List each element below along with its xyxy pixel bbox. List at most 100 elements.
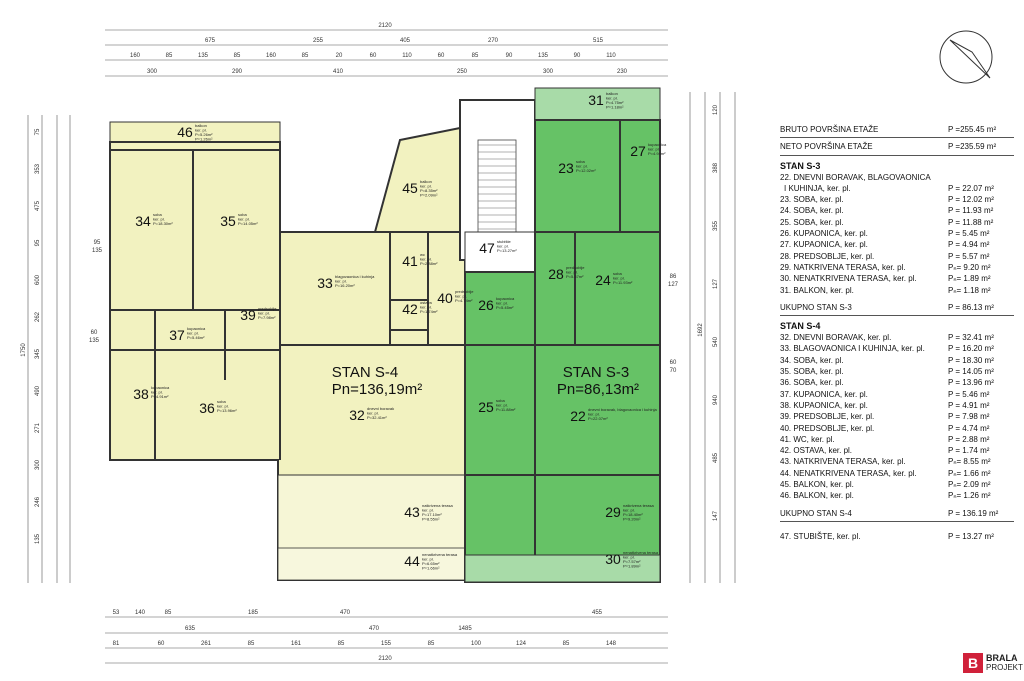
dimension-value: 135 [92, 248, 103, 254]
apartment-s3-total: UKUPNO STAN S-3 P = 86.13 m² [780, 302, 994, 312]
schedule-row: 42. OSTAVA, ker. pl.P = 1.74 m² [780, 446, 990, 456]
dimension-value: 490 [35, 385, 41, 396]
room-number: 27 [630, 143, 646, 159]
room-number: 32 [349, 407, 365, 423]
room-number: 28 [548, 266, 564, 282]
room-name: ostava [420, 300, 433, 305]
dimension-value: 70 [670, 368, 677, 374]
schedule-row: 23. SOBA, ker. pl.P = 12.02 m² [780, 195, 994, 205]
room-area: ker. pl. [566, 270, 578, 275]
dimension-value: 85 [234, 53, 241, 59]
schedule-row: 39. PREDSOBLJE, ker. pl.P = 7.98 m² [780, 412, 990, 422]
room-area: ker. pl. [496, 301, 508, 306]
dimension-value: 161 [291, 641, 302, 647]
dimension-value: 940 [713, 394, 719, 405]
dimension-value: 85 [165, 610, 172, 616]
room-number: 38 [133, 386, 149, 402]
room-area: ker. pl. [623, 555, 635, 560]
dimension-value: 261 [201, 641, 212, 647]
schedule-row: 32. DNEVNI BORAVAK, ker. pl.P = 32.41 m² [780, 333, 994, 343]
dimension-value: 230 [617, 69, 628, 75]
apartment-title: STAN S-3 [563, 364, 629, 381]
room-name: natkrivena terasa [422, 503, 453, 508]
dimension-value: 60 [670, 360, 677, 366]
apartment-s3-walls [465, 120, 660, 476]
dimension-value: 100 [471, 641, 482, 647]
net-area-row: NETO POVRŠINA ETAŽE P =235.59 m² [780, 142, 997, 152]
room-area: P=1.89m² [623, 564, 641, 569]
room-name: nenatkrivena terasa [623, 550, 659, 555]
north-arrow-icon [939, 30, 993, 84]
apartment-s4-fill [109, 121, 466, 581]
schedule-row: 43. NATKRIVENA TERASA, ker. pl.Pₙ= 8.55 … [780, 457, 991, 467]
apartment-s3-heading: STAN S-3 [780, 160, 821, 171]
room-name: kupaonica [151, 385, 170, 390]
room-number: 23 [558, 160, 574, 176]
room-area: ker. pl. [195, 128, 207, 133]
room-number: 25 [478, 399, 494, 415]
dimension-value: 85 [166, 53, 173, 59]
room-area: ker. pl. [217, 404, 229, 409]
room-number: 34 [135, 213, 151, 229]
dimension-value: 110 [606, 53, 616, 59]
room-number: 30 [605, 551, 621, 567]
room-number: 35 [220, 213, 236, 229]
room-name: soba [153, 212, 162, 217]
schedule-row: 38. KUPAONICA, ker. pl.P = 4.91 m² [780, 400, 990, 410]
dimension-value: 148 [606, 641, 617, 647]
room-area: ker. pl. [623, 508, 635, 513]
room-area: P=4.74m² [455, 298, 473, 303]
room-area: P=4.94m² [648, 151, 666, 156]
room-name: soba [613, 271, 622, 276]
room-area: ker. pl. [420, 305, 432, 310]
room-number: 39 [240, 307, 256, 323]
apartment-area: Pn=86,13m² [557, 381, 639, 398]
schedule-row: 22. DNEVNI BORAVAK, BLAGOVAONICA [780, 172, 931, 182]
dimension-value: 345 [35, 348, 41, 359]
room-area: P=5.45m² [496, 305, 514, 310]
room-area: P=18.40m² [623, 512, 643, 517]
dimension-value: 246 [35, 496, 41, 507]
room-name: natkrivena terasa [623, 503, 654, 508]
room-area: ker. pl. [455, 294, 467, 299]
room-area: P=18.30m² [153, 221, 173, 226]
room-area: P=9.20m² [623, 517, 641, 522]
room-area: P=16.20m² [335, 283, 355, 288]
room-area: ker. pl. [497, 244, 509, 249]
room-number: 26 [478, 297, 494, 313]
apartment-title: STAN S-4 [332, 364, 398, 381]
dimension-value: 2120 [378, 656, 392, 662]
dimension-value: 20 [336, 53, 343, 59]
company-logo: B BRALA PROJEKT [963, 653, 1023, 673]
room-name: kupaonica [648, 142, 667, 147]
dimension-value: 135 [198, 53, 209, 59]
dimension-value: 485 [713, 452, 719, 463]
area-schedule: BRUTO POVRŠINA ETAŽE P =255.45 m² NETO P… [780, 124, 1014, 542]
room-name: predsoblje [455, 289, 474, 294]
dimension-value: 1692 [698, 323, 704, 337]
room-area: ker. pl. [648, 147, 660, 152]
room-number: 42 [402, 301, 418, 317]
room-area: P=11.93m² [613, 280, 633, 285]
dimension-value: 300 [543, 69, 554, 75]
room-name: soba [217, 399, 226, 404]
room-area: ker. pl. [367, 411, 379, 416]
room-name: nenatkrivena terasa [422, 552, 458, 557]
room-area: P=5.26m² [195, 132, 213, 137]
room-number: 31 [588, 92, 604, 108]
room-area: ker. pl. [606, 96, 618, 101]
dimension-value: 81 [113, 641, 120, 647]
room-area: P=7.98m² [258, 315, 276, 320]
